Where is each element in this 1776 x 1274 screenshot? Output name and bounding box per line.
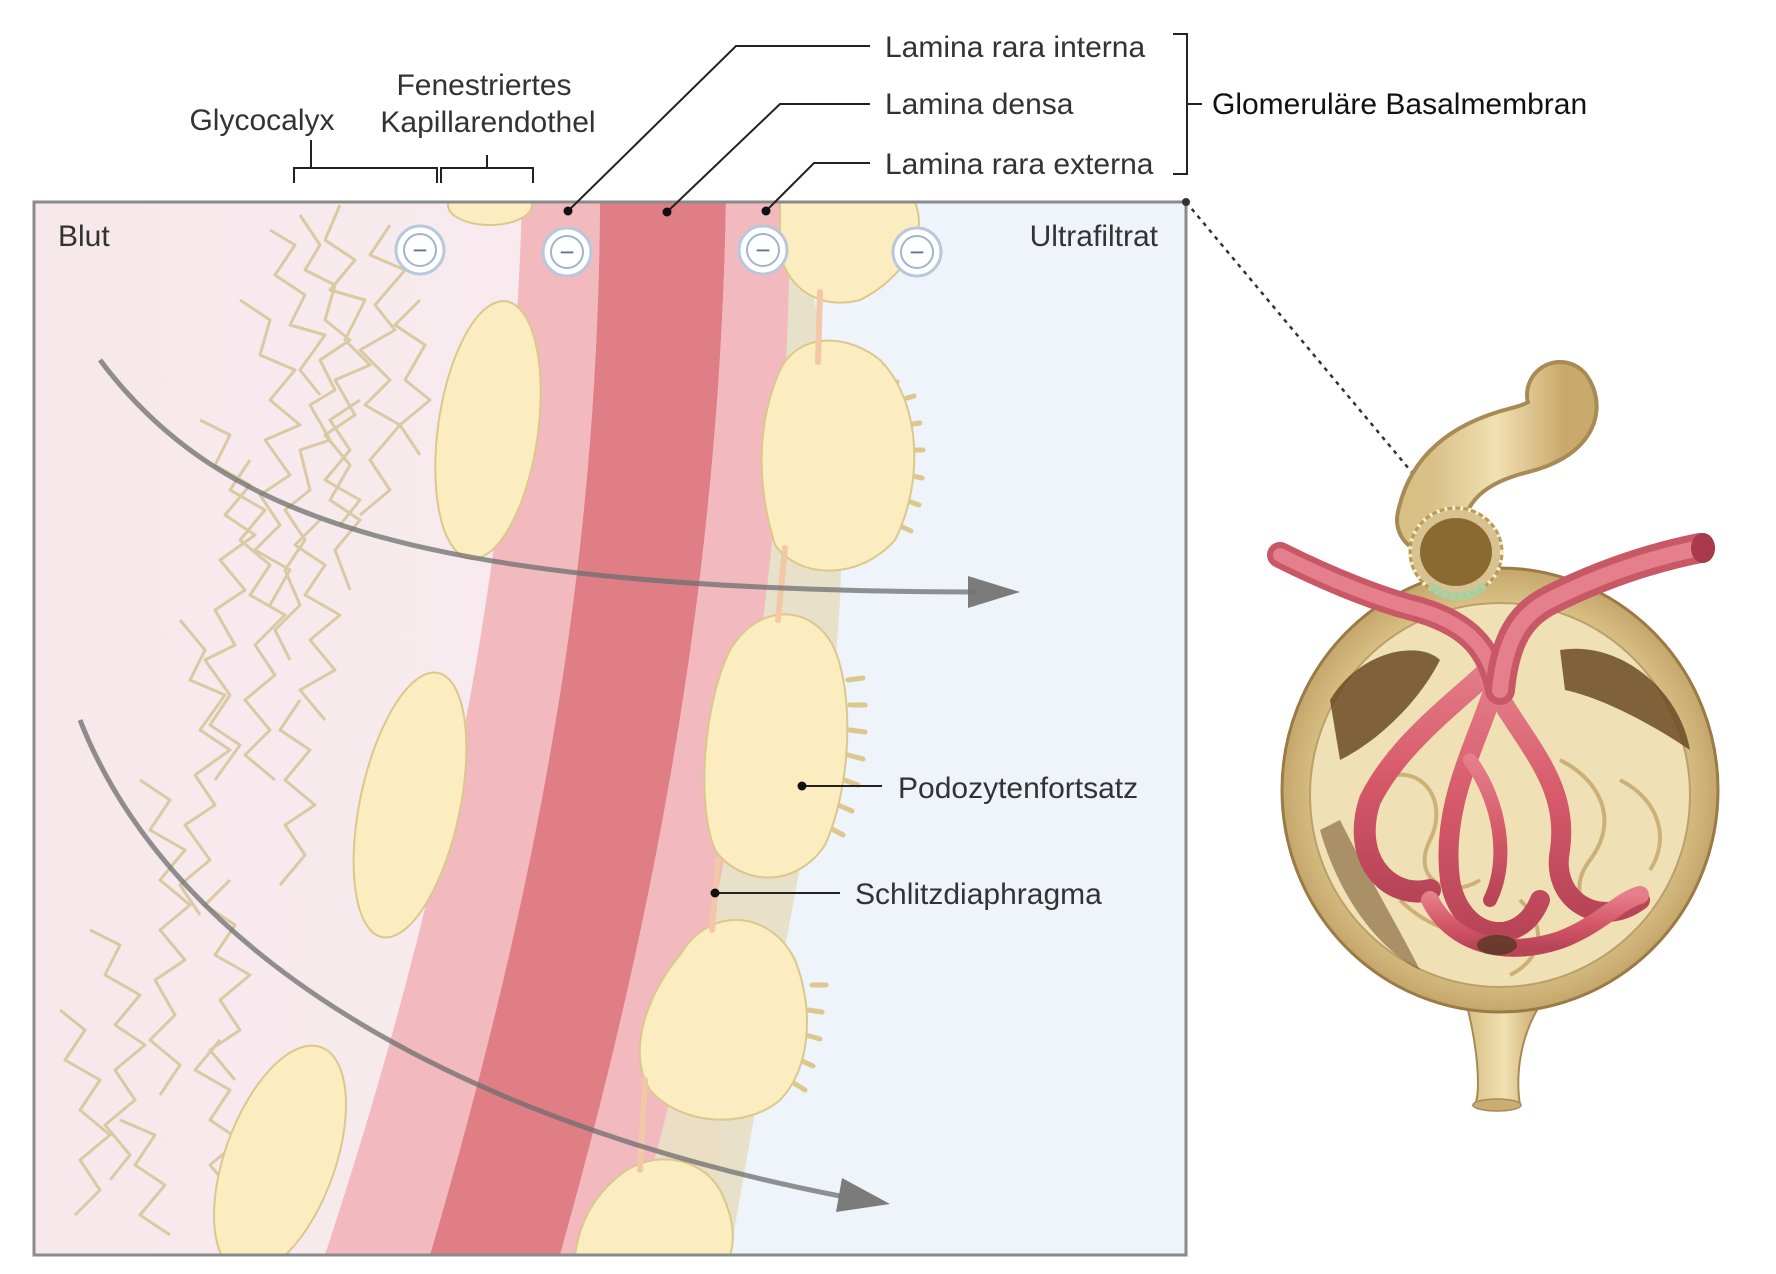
negative-charge-icon: − xyxy=(541,226,593,278)
barrier-panel: − − − − xyxy=(32,200,1188,1257)
lamina-densa-label: Lamina densa xyxy=(885,88,1074,121)
negative-charge-icon: − xyxy=(891,226,943,278)
endothelium-label-line2: Kapillarendothel xyxy=(380,106,595,139)
lamina-rara-interna-label: Lamina rara interna xyxy=(885,31,1145,64)
slit-diaphragm-annotation: Schlitzdiaphragma xyxy=(710,878,1102,911)
ultrafiltrate-label: Ultrafiltrat xyxy=(1030,220,1159,253)
negative-charge-icon: − xyxy=(737,224,789,276)
blood-label: Blut xyxy=(58,220,110,253)
endothelium-label-line1: Fenestriertes xyxy=(396,69,571,102)
glycocalyx-label: Glycocalyx xyxy=(189,104,334,137)
svg-text:−: − xyxy=(909,237,924,267)
svg-text:−: − xyxy=(755,235,770,265)
filtration-arrows xyxy=(77,358,1020,1212)
endothelial-cells xyxy=(213,202,542,1255)
negative-charge-icons: − − − − xyxy=(394,224,943,278)
lamina-densa xyxy=(430,202,726,1255)
glycocalyx-annotation: Glycocalyx xyxy=(189,104,438,183)
panel-frame xyxy=(32,200,1188,1257)
zoom-connector xyxy=(1182,198,1661,771)
podocyte-annotation: Podozytenfortsatz xyxy=(797,772,1138,805)
filtration-arrow-icon xyxy=(77,719,841,1199)
glomerulus-illustration-icon xyxy=(1267,360,1720,1112)
svg-text:−: − xyxy=(559,237,574,267)
slit-diaphragm-label: Schlitzdiaphragma xyxy=(855,878,1102,911)
lamina-rara-externa-label: Lamina rara externa xyxy=(885,148,1154,181)
svg-text:−: − xyxy=(412,235,427,265)
podocyte-processes xyxy=(573,202,926,1255)
filtration-arrow-icon xyxy=(98,358,976,595)
podocyte-process-label: Podozytenfortsatz xyxy=(898,772,1138,805)
endothelium-annotation: Fenestriertes Kapillarendothel xyxy=(380,69,596,183)
basement-membrane-annotation: Lamina rara interna Lamina densa Lamina … xyxy=(563,31,1587,217)
negative-charge-icon: − xyxy=(394,224,446,276)
gbm-label: Glomeruläre Basalmembran xyxy=(1212,88,1587,121)
glycocalyx-fibers xyxy=(59,204,432,1237)
lamina-rara-externa xyxy=(560,202,790,1255)
